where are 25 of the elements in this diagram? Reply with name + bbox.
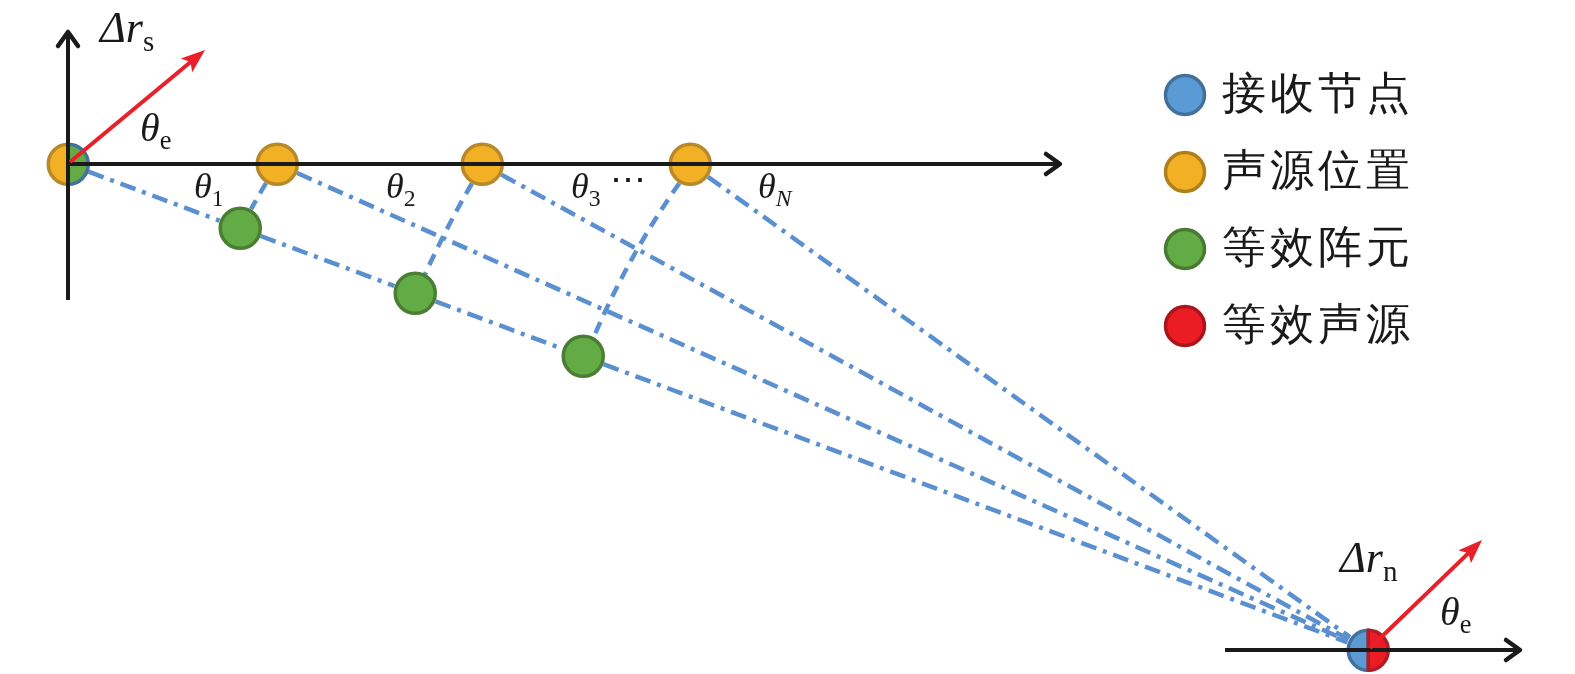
dash-dot-line [602, 362, 1349, 645]
sound-source-dot [45, 141, 91, 187]
angle-label: θ$_{N}$ [758, 168, 792, 211]
vector-label: Δr$_{s}$ [100, 6, 155, 57]
legend-label: 等效声源 [1222, 301, 1414, 350]
legend-label: 等效阵元 [1222, 224, 1414, 273]
legend-label: 声源位置 [1222, 147, 1414, 196]
dash-dot-line [706, 174, 1352, 640]
array-element-dot [560, 334, 606, 379]
array-element-dot [392, 271, 438, 316]
angle-label: θ$_{e}$ [1440, 592, 1472, 638]
dashed-arc [423, 182, 474, 276]
ellipsis-label: ⋯ [610, 162, 646, 198]
angle-label: θ$_{3}$ [571, 168, 601, 211]
vector-label: Δr$_{n}$ [1340, 536, 1398, 587]
receiver-node-dot [1345, 627, 1391, 673]
angle-label: θ$_{1}$ [194, 168, 224, 211]
array-element-dot [217, 206, 263, 251]
legend-label: 接收节点 [1222, 70, 1414, 119]
angle-label: θ$_{e}$ [140, 108, 172, 154]
dash-dot-line [259, 233, 396, 289]
dashed-arc [249, 181, 268, 211]
angle-label: θ$_{2}$ [386, 168, 416, 211]
dash-dot-line [87, 169, 221, 223]
dash-dot-line [500, 172, 1350, 642]
